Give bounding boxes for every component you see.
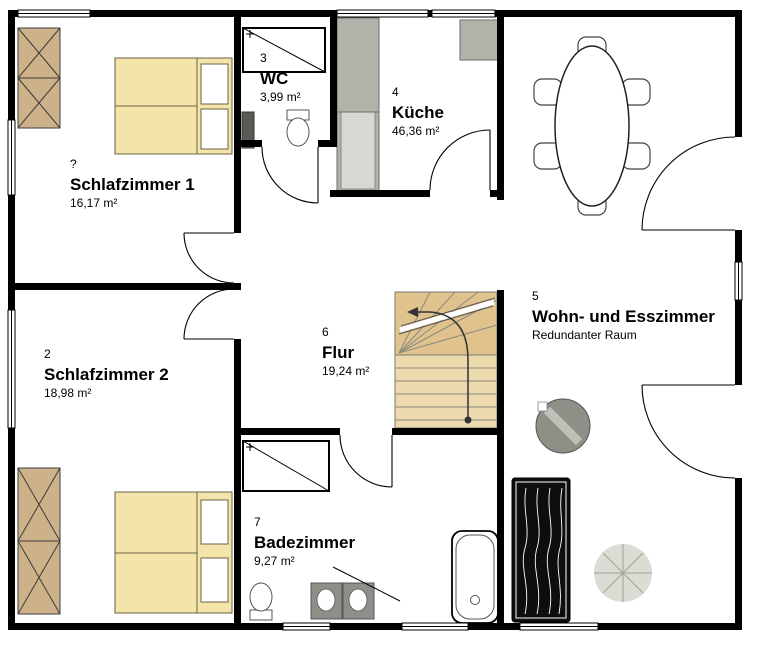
wardrobe [17,27,61,129]
door-arc [261,146,319,204]
shower [242,440,330,492]
door-arc [183,232,235,284]
kitchen-counter [336,17,380,194]
dining-table [554,45,630,207]
window [336,9,429,18]
side-table [535,398,591,454]
refrigerator [459,19,501,61]
window [401,622,469,631]
door-arc [641,136,736,231]
bathtub [451,530,499,624]
window [431,9,496,18]
window [7,309,16,429]
plant [594,544,652,602]
wardrobe [17,467,61,615]
shower-valve-icon [246,443,254,451]
shower [242,27,326,73]
window [282,622,331,631]
toilet [286,109,310,147]
door-arc [183,288,235,340]
windows [7,9,743,631]
door-arc [339,434,393,488]
radiator [241,111,255,149]
toilet [249,582,273,621]
door-arc [641,384,736,479]
cabinet [511,477,571,623]
window [519,622,599,631]
double-bed [114,57,233,155]
door-arc [429,129,491,191]
shower-valve-icon [246,30,254,38]
double-bed [114,491,233,614]
window [17,9,91,18]
stairs [394,291,498,429]
doors [183,129,736,488]
door-openings [735,137,742,478]
window [734,261,743,301]
label-leader-line [332,566,401,602]
stairs-direction-arrow [407,307,472,424]
window [7,119,16,196]
sink [310,582,343,620]
interior-walls [8,17,504,623]
sink [342,582,375,620]
